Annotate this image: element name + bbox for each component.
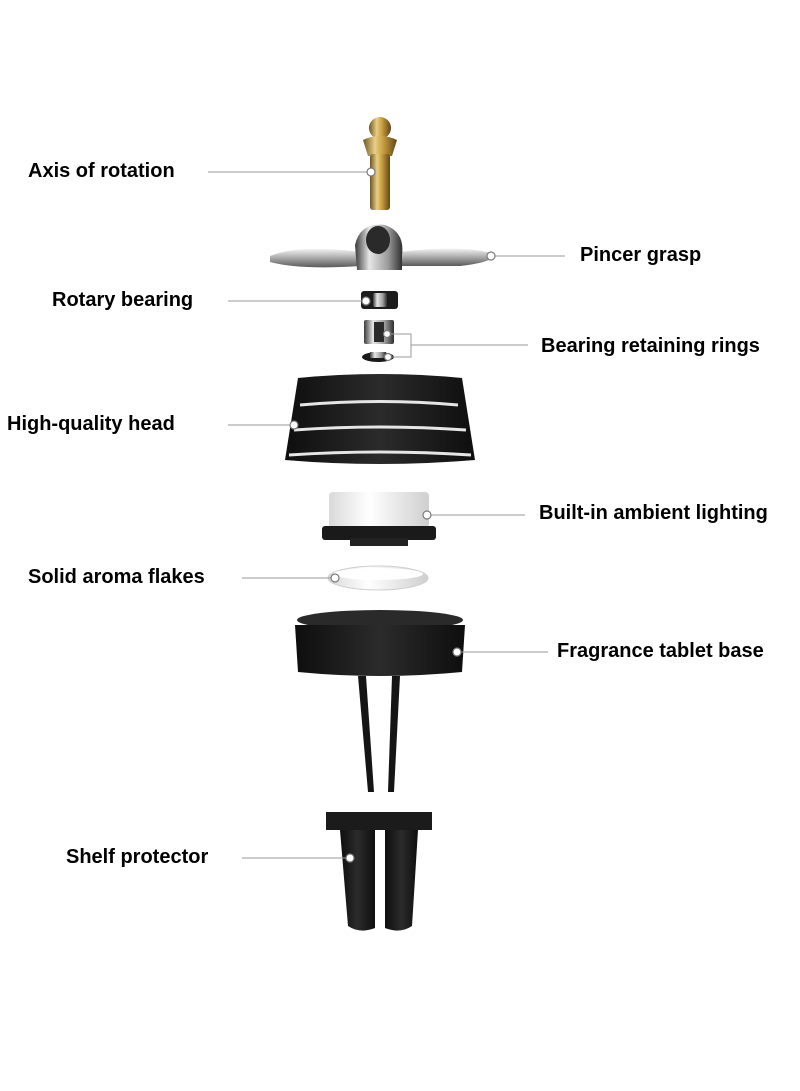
label-fragrance-tablet-base: Fragrance tablet base (557, 640, 764, 662)
label-bearing-retaining-rings: Bearing retaining rings (541, 335, 760, 357)
dot-high-quality-head (289, 420, 299, 430)
dot-built-in-ambient-lighting (422, 510, 432, 520)
built-in-ambient-lighting-part (322, 492, 436, 546)
high-quality-head-part (285, 374, 475, 464)
pincer-grasp-part (270, 224, 495, 270)
label-pincer-grasp: Pincer grasp (580, 244, 702, 266)
shelf-protector-part (326, 812, 432, 931)
callout-dots (289, 167, 496, 863)
dot-ring-lower (383, 352, 393, 362)
dot-axis-of-rotation (366, 167, 376, 177)
rotary-bearing-part (361, 291, 398, 309)
dot-fragrance-tablet-base (452, 647, 462, 657)
leader-lines (208, 171, 565, 859)
label-high-quality-head: High-quality head (7, 413, 175, 435)
label-shelf-protector: Shelf protector (66, 846, 209, 868)
fragrance-tablet-base-part (295, 610, 465, 792)
label-solid-aroma-flakes: Solid aroma flakes (28, 566, 205, 588)
dot-solid-aroma-flakes (330, 573, 340, 583)
axis-of-rotation-part (363, 117, 397, 210)
label-built-in-ambient-lighting: Built-in ambient lighting (539, 502, 768, 524)
dot-shelf-protector (345, 853, 355, 863)
label-axis-of-rotation: Axis of rotation (28, 160, 175, 182)
dot-pincer-grasp (486, 251, 496, 261)
dot-rotary-bearing (361, 296, 371, 306)
label-rotary-bearing: Rotary bearing (52, 289, 194, 311)
solid-aroma-flakes-part (327, 565, 429, 591)
dot-ring-upper (382, 329, 392, 339)
